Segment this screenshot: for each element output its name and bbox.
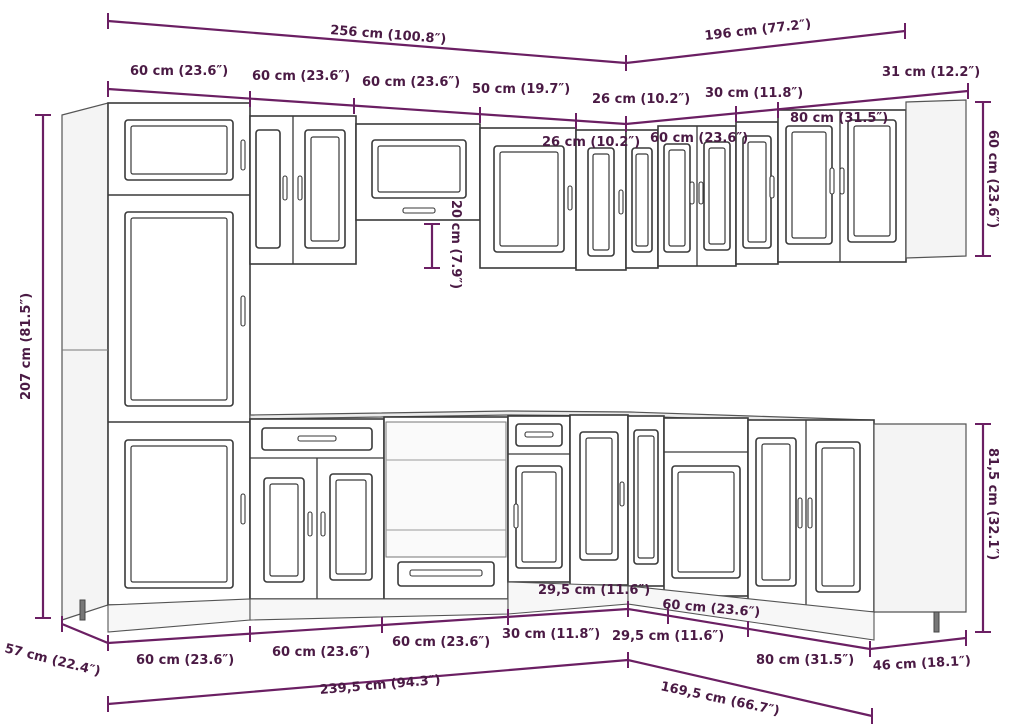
label-base-height: 81,5 cm (32.1″) — [985, 448, 1000, 560]
label-bot-inner-29: 29,5 cm (11.6″) — [538, 583, 650, 598]
label-depth-right: 46 cm (18.1″) — [872, 654, 971, 674]
label-top-w2: 60 cm (23.6″) — [252, 69, 350, 84]
label-total-height: 207 cm (81.5″) — [19, 293, 34, 400]
dimension-lines — [35, 13, 991, 724]
label-upper-inner-60: 60 cm (23.6″) — [650, 131, 748, 146]
label-depth-left: 57 cm (22.4″) — [3, 641, 102, 679]
label-bot-w3: 60 cm (23.6″) — [392, 635, 490, 650]
label-top-w1: 60 cm (23.6″) — [130, 64, 228, 79]
label-upper-inner-26: 26 cm (10.2″) — [542, 135, 640, 150]
label-top-w5: 26 cm (10.2″) — [592, 92, 690, 107]
label-top-w7: 31 cm (12.2″) — [882, 65, 980, 80]
label-bot-w2: 60 cm (23.6″) — [272, 645, 370, 660]
label-bot-total-right: 169,5 cm (66.7″) — [659, 679, 781, 719]
label-bot-w6: 80 cm (31.5″) — [756, 653, 854, 668]
label-gap-height: 20 cm (7.9″) — [448, 200, 463, 289]
base-cabinets — [79, 410, 967, 641]
tall-cabinet — [61, 102, 251, 621]
label-top-total-right: 196 cm (77.2″) — [704, 17, 812, 44]
label-top-w4: 50 cm (19.7″) — [472, 82, 570, 97]
label-bot-w1: 60 cm (23.6″) — [136, 653, 234, 668]
label-upper-inner-80: 80 cm (31.5″) — [790, 111, 888, 126]
upper-cabinets — [249, 99, 967, 271]
label-top-w6: 30 cm (11.8″) — [705, 86, 803, 101]
label-upper-height: 60 cm (23.6″) — [985, 130, 1000, 228]
label-bot-total-left: 239,5 cm (94.3″) — [319, 673, 441, 698]
label-bot-w4: 30 cm (11.8″) — [502, 627, 600, 642]
label-top-w3: 60 cm (23.6″) — [362, 75, 460, 90]
label-bot-w5: 29,5 cm (11.6″) — [612, 629, 724, 644]
